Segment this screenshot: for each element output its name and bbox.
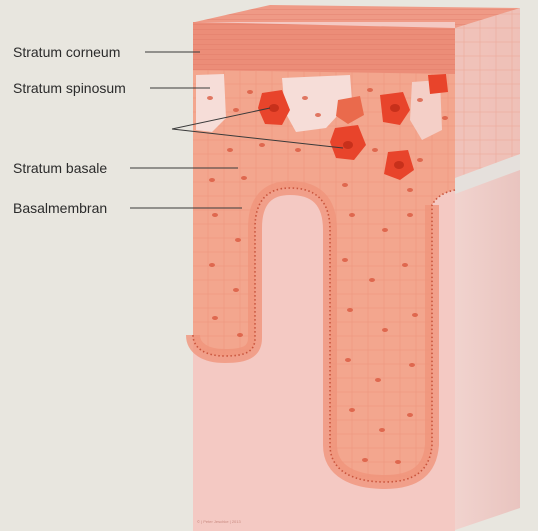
label-stratum-spinosum: Stratum spinosum [13,80,126,96]
stratum-corneum-layer [193,22,455,78]
label-basalmembran: Basalmembran [13,200,107,216]
label-stratum-corneum: Stratum corneum [13,44,120,60]
tissue-block-side [455,8,520,530]
label-stratum-basale: Stratum basale [13,160,107,176]
credit-line: © | Peter Jeschke | 2013 [197,519,241,524]
